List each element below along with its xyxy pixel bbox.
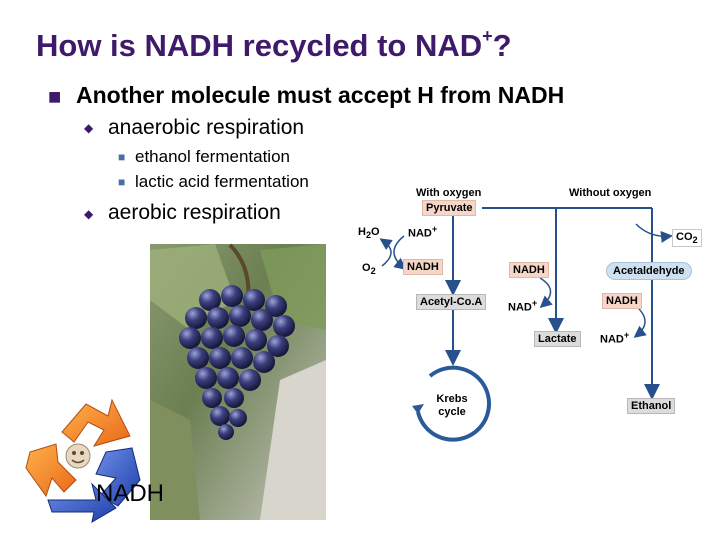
bullet-aerobic: aerobic respiration xyxy=(108,201,281,224)
bullet-ethanol-fermentation: ethanol fermentation xyxy=(135,147,290,166)
ethanol-box: Ethanol xyxy=(627,398,676,414)
krebs-cycle-label: Krebs cycle xyxy=(436,393,468,418)
h2o-label: H2O xyxy=(358,226,380,241)
nad-plus-label-2: NAD+ xyxy=(508,298,538,314)
square-bullet-icon: ■ xyxy=(48,84,62,109)
curve-o2-to-h2o xyxy=(379,238,393,267)
diamond-bullet-icon: ◆ xyxy=(84,207,94,221)
bullet-main: Another molecule must accept H from NADH xyxy=(76,82,565,108)
nad-plus-label-1: NAD+ xyxy=(408,224,438,240)
nad-plus-label-3: NAD+ xyxy=(600,330,630,346)
slide-title: How is NADH recycled to NAD+? xyxy=(36,26,512,63)
bullet-anaerobic: anaerobic respiration xyxy=(108,116,305,139)
acetyl-coa-box: Acetyl-Co.A xyxy=(416,294,487,310)
co2-box: CO2 xyxy=(672,229,702,248)
curve-nadh-to-nad-3 xyxy=(633,305,647,338)
nadh-box-2: NADH xyxy=(509,262,549,278)
curve-to-co2 xyxy=(635,223,673,243)
curve-nad-to-nadh-1 xyxy=(393,235,407,270)
square-bullet-icon: ■ xyxy=(118,150,126,164)
square-bullet-icon: ■ xyxy=(118,175,126,189)
lactate-box: Lactate xyxy=(534,331,581,347)
pyruvate-box: Pyruvate xyxy=(422,200,477,216)
without-oxygen-label: Without oxygen xyxy=(569,187,652,199)
nadh-box-3: NADH xyxy=(602,293,642,309)
o2-label: O2 xyxy=(362,262,376,277)
bullet-lactic-acid-fermentation: lactic acid fermentation xyxy=(135,172,309,191)
with-oxygen-label: With oxygen xyxy=(416,187,482,199)
diamond-bullet-icon: ◆ xyxy=(84,121,94,135)
recycle-nadh-label: NADH xyxy=(96,480,165,507)
nadh-box-1: NADH xyxy=(403,259,443,275)
krebs-cycle-ring xyxy=(412,365,491,442)
curve-nadh-to-nad-2 xyxy=(539,277,553,308)
acetaldehyde-pill: Acetaldehyde xyxy=(606,262,692,280)
